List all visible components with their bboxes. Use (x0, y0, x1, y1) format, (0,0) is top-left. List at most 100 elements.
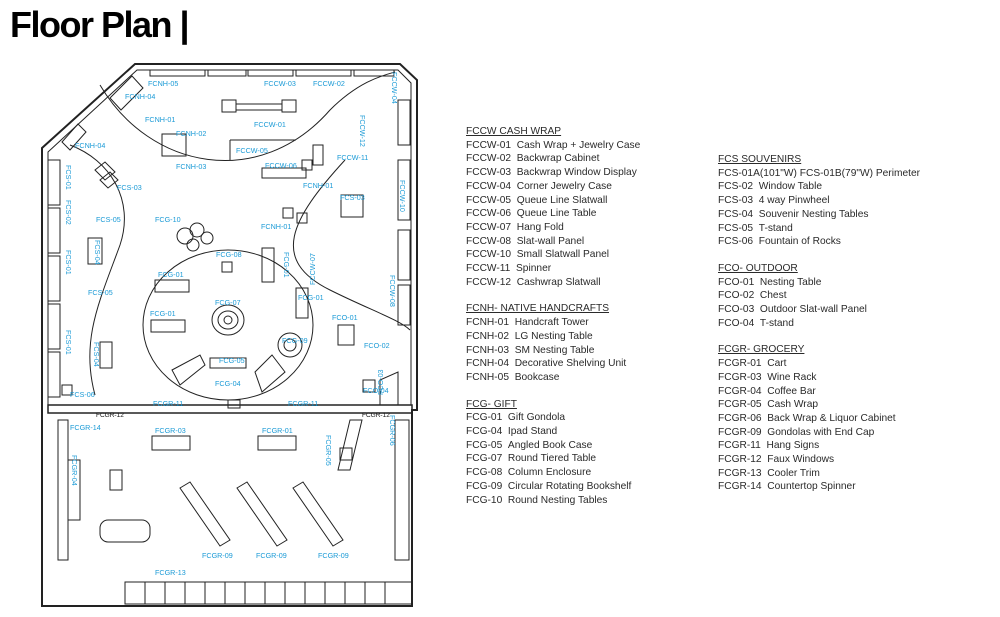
legend-item: FCCW-03 Backwrap Window Display (466, 167, 637, 179)
map-label-fco03: FCO-03 (376, 369, 385, 395)
map-label-fcnh04a: FCNH-04 (125, 92, 155, 101)
map-label-fccw08: FCCW-08 (388, 275, 397, 307)
map-label-fcs01b: FCS-01 (64, 250, 73, 275)
legend-item: FCCW-04 Corner Jewelry Case (466, 180, 612, 192)
map-label-fccw03: FCCW-03 (264, 79, 296, 88)
map-label-fcs02: FCS-02 (64, 200, 73, 225)
legend-item: FCGR-01 Cart (718, 358, 787, 370)
legend-item: FCCW-11 Spinner (466, 263, 552, 275)
legend-item: FCCW-12 Cashwrap Slatwall (466, 276, 601, 288)
legend-item: FCGR-04 Coffee Bar (718, 385, 816, 397)
legend-item: FCG-09 Circular Rotating Bookshelf (466, 480, 632, 492)
legend-column-left: FCCW CASH WRAP FCCW-01 Cash Wrap + Jewel… (466, 125, 640, 520)
map-label-fccw12: FCCW-12 (358, 115, 367, 147)
map-label-fcgr09c: FCGR-09 (318, 551, 349, 560)
legend-item: FCGR-05 Cash Wrap (718, 399, 819, 411)
map-label-fcgr04: FCGR-04 (70, 455, 79, 486)
legend-item: FCG-05 Angled Book Case (466, 439, 593, 451)
legend-item: FCNH-02 LG Nesting Table (466, 330, 593, 342)
legend-item: FCCW-01 Cash Wrap + Jewelry Case (466, 139, 641, 151)
map-label-fccw11: FCCW-11 (337, 153, 368, 162)
map-label-fcs05a: FCS-05 (88, 288, 113, 297)
map-label-fcg01a: FCG-01 (158, 270, 184, 279)
legend-heading: FCG- GIFT (466, 398, 517, 410)
outer-wall (41, 63, 418, 607)
map-label-fcg07: FCG-07 (215, 298, 241, 307)
map-label-fcgr01: FCGR-01 (262, 426, 293, 435)
map-label-fcg01d: FCG-01 (298, 293, 324, 302)
legend-group-native-handcrafts: FCNH- NATIVE HANDCRAFTS FCNH-01 Handcraf… (466, 302, 640, 384)
map-label-fcg01b: FCG-01 (150, 309, 176, 318)
map-label-fco04: FCO-04 (363, 386, 389, 395)
map-label-fccw01: FCCW-01 (254, 120, 286, 129)
legend-item: FCCW-08 Slat-wall Panel (466, 235, 585, 247)
legend-item: FCS-02 Window Table (718, 181, 823, 193)
legend-item: FCS-01A(101"W) FCS-01B(79"W) Perimeter (718, 167, 920, 179)
legend-column-right: FCS SOUVENIRS FCS-01A(101"W) FCS-01B(79"… (718, 153, 920, 507)
legend-item: FCO-02 Chest (718, 290, 787, 302)
legend-item: FCGR-14 Countertop Spinner (718, 481, 856, 493)
legend-group-outdoor: FCO- OUTDOOR FCO-01 Nesting Table FCO-02… (718, 262, 920, 331)
map-label-fcgr14: FCGR-14 (70, 423, 101, 432)
map-label-fcg09: FCG-09 (282, 336, 308, 345)
legend-item: FCCW-05 Queue Line Slatwall (466, 194, 608, 206)
legend-item: FCGR-11 Hang Signs (718, 440, 820, 452)
map-label-fcgr06: FCGR-06 (388, 415, 397, 446)
map-label-fcg05: FCG-05 (219, 356, 245, 365)
map-label-fcs01c: FCS-01 (64, 330, 73, 355)
map-label-fccw05: FCCW-05 (236, 146, 268, 155)
map-label-fcgr05: FCGR-05 (324, 435, 333, 466)
legend-item: FCO-03 Outdoor Slat-wall Panel (718, 304, 867, 316)
map-label-fcnh05: FCNH-05 (148, 79, 178, 88)
legend-item: FCNH-05 Bookcase (466, 371, 560, 383)
legend-item: FCS-04 Souvenir Nesting Tables (718, 208, 869, 220)
map-label-fcs03a: FCS-03 (117, 183, 142, 192)
legend-heading: FCNH- NATIVE HANDCRAFTS (466, 303, 610, 315)
legend-item: FCG-08 Column Enclosure (466, 467, 592, 479)
map-label-fcnh01a: FCNH-01 (145, 115, 175, 124)
legend-group-grocery: FCGR- GROCERY FCGR-01 Cart FCGR-03 Wine … (718, 343, 920, 494)
legend-item: FCS-05 T-stand (718, 222, 793, 234)
map-label-fccw06: FCCW-06 (265, 161, 297, 170)
map-label-fccw04: FCCW-04 (390, 72, 399, 104)
map-label-fcg01c: FCG-01 (282, 252, 291, 278)
map-label-fcg10: FCG-10 (155, 215, 181, 224)
map-label-fcgr03: FCGR-03 (155, 426, 186, 435)
map-label-fcgr09b: FCGR-09 (256, 551, 287, 560)
map-label-fcgr12b: FCGR-12 (362, 412, 390, 419)
map-label-fcs03b: FCS-03 (340, 193, 365, 202)
map-label-fccw10: FCCW-10 (398, 180, 407, 212)
map-label-fcgr11b: FCGR-11 (288, 399, 318, 408)
legend-item: FCGR-13 Cooler Trim (718, 467, 820, 479)
map-label-fco01: FCO-01 (332, 313, 358, 322)
map-label-fccw07: FCCW-07 (308, 253, 317, 285)
legend-item: FCCW-07 Hang Fold (466, 221, 564, 233)
legend-item: FCCW-10 Small Slatwall Panel (466, 249, 610, 261)
map-label-fcg04: FCG-04 (215, 379, 241, 388)
map-label-fcs05b: FCS-05 (96, 215, 121, 224)
map-label-fcgr13: FCGR-13 (155, 568, 186, 577)
map-label-fcs04a: FCS-04 (93, 240, 102, 265)
legend-item: FCCW-02 Backwrap Cabinet (466, 153, 600, 165)
legend-item: FCNH-01 Handcraft Tower (466, 317, 589, 329)
legend-item: FCO-01 Nesting Table (718, 276, 822, 288)
page-title: Floor Plan | (10, 4, 190, 45)
floor-plan-drawing: FCNH-05 FCNH-04 FCNH-04 FCNH-01 FCNH-02 … (41, 63, 418, 607)
legend-item: FCNH-04 Decorative Shelving Unit (466, 358, 627, 370)
map-label-fcnh01c: FCNH-01 (261, 222, 291, 231)
legend-heading: FCGR- GROCERY (718, 344, 805, 356)
legend-group-souvenirs: FCS SOUVENIRS FCS-01A(101"W) FCS-01B(79"… (718, 153, 920, 249)
map-label-fcgr09a: FCGR-09 (202, 551, 233, 560)
map-label-fcs01a: FCS-01 (64, 165, 73, 190)
legend-heading: FCO- OUTDOOR (718, 262, 798, 274)
legend-heading: FCS SOUVENIRS (718, 154, 802, 165)
legend-item: FCCW-06 Queue Line Table (466, 208, 597, 220)
map-label-fccw02: FCCW-02 (313, 79, 345, 88)
legend-item: FCGR-09 Gondolas with End Cap (718, 426, 875, 438)
map-label-fcgr12a: FCGR-12 (96, 412, 124, 419)
legend-group-cash-wrap: FCCW CASH WRAP FCCW-01 Cash Wrap + Jewel… (466, 125, 640, 289)
legend-item: FCS-06 Fountain of Rocks (718, 236, 841, 248)
map-label-fcnh04b: FCNH-04 (75, 141, 105, 150)
map-label-fcs04b: FCS-04 (92, 342, 101, 367)
legend-item: FCGR-12 Faux Windows (718, 454, 835, 466)
